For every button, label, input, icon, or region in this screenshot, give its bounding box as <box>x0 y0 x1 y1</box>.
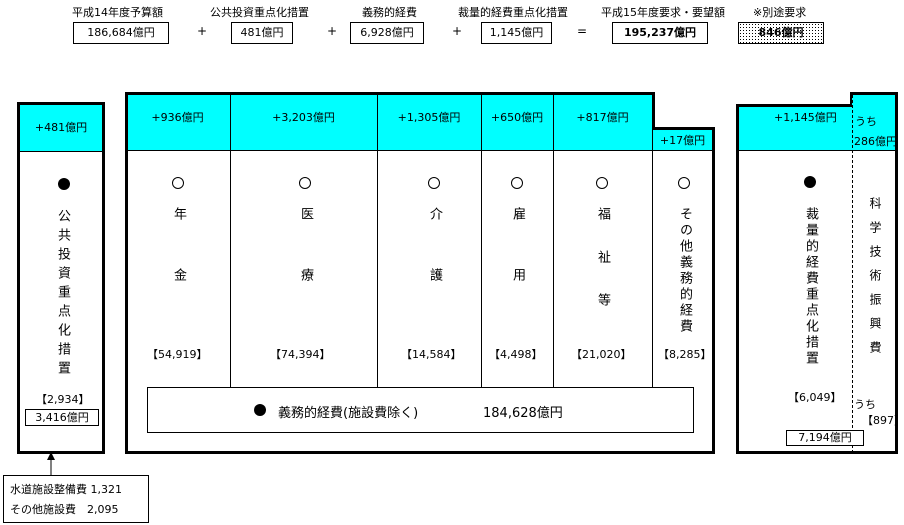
value-fy15: 195,237億円 <box>612 22 708 44</box>
discretionary-title: 裁量的経費重点化措置 <box>803 207 818 367</box>
discretionary-sub-prefix: うち <box>855 115 877 128</box>
employment-title: 雇用 <box>510 207 525 329</box>
circle-icon <box>511 177 523 189</box>
employment-amount: 【4,498】 <box>489 348 543 361</box>
discretionary-amount: 【6,049】 <box>788 391 842 404</box>
pension-amount: 【54,919】 <box>147 348 208 361</box>
label-separate: ※別途要求 <box>753 6 807 19</box>
arrow-up-icon <box>47 452 55 476</box>
equals-sign: = <box>577 24 588 38</box>
value-fy14: 186,684億円 <box>73 22 169 44</box>
science-title: 科学技術振興費 <box>868 197 882 365</box>
circle-icon <box>299 177 311 189</box>
other-amount: 【8,285】 <box>658 348 712 361</box>
circle-icon <box>596 177 608 189</box>
circle-icon <box>678 177 690 189</box>
discretionary-increase: +1,145億円 <box>774 111 837 124</box>
value-public-investment: 481億円 <box>231 22 293 44</box>
public-investment-increase: +481億円 <box>20 105 102 152</box>
label-discretionary: 裁量的経費重点化措置 <box>458 6 568 19</box>
mandatory-summary-value: 184,628億円 <box>483 406 563 421</box>
medical-amount: 【74,394】 <box>270 348 331 361</box>
mandatory-box: +936億円 年金 【54,919】 +3,203億円 医療 【74,394】 … <box>125 92 715 454</box>
other-title: その他義務的経費 <box>677 207 692 335</box>
medical-title: 医療 <box>298 207 313 329</box>
note-line: 水道施設整備費 1,321 <box>10 483 122 496</box>
plus-sign: + <box>452 24 463 38</box>
science-amount: 【897】 <box>862 414 904 427</box>
plus-sign: + <box>197 24 208 38</box>
circle-icon <box>428 177 440 189</box>
discretionary-total: 7,194億円 <box>786 430 864 446</box>
nursing-increase: +1,305億円 <box>397 111 461 124</box>
employment-increase: +650億円 <box>490 111 544 124</box>
bullet-icon <box>254 404 266 416</box>
plus-sign: + <box>327 24 338 38</box>
pension-title: 年金 <box>171 207 186 329</box>
science-prefix: うち <box>854 398 876 411</box>
public-investment-title: 公共投資重点化措置 <box>55 209 70 380</box>
value-separate: 846億円 <box>738 22 824 44</box>
circle-icon <box>172 177 184 189</box>
note-line: その他施設費 2,095 <box>10 503 119 516</box>
public-investment-total: 3,416億円 <box>25 409 99 426</box>
bullet-icon <box>804 176 816 188</box>
bullet-icon <box>58 178 70 190</box>
value-mandatory: 6,928億円 <box>350 22 424 44</box>
label-mandatory: 義務的経費 <box>362 6 417 19</box>
label-fy15: 平成15年度要求・要望額 <box>601 6 725 19</box>
pension-increase: +936億円 <box>151 111 204 124</box>
mandatory-summary-box: 義務的経費(施設費除く) 184,628億円 <box>147 387 694 433</box>
other-increase: +17億円 <box>659 134 706 147</box>
discretionary-box: +1,145億円 うち 286億円 裁量的経費重点化措置 【6,049】 科学技… <box>736 92 904 454</box>
nursing-amount: 【14,584】 <box>401 348 462 361</box>
label-fy14: 平成14年度予算額 <box>72 6 163 19</box>
nursing-title: 介護 <box>427 207 442 329</box>
welfare-title: 福祉等 <box>595 207 610 336</box>
medical-increase: +3,203億円 <box>272 111 335 124</box>
public-investment-box: +481億円 公共投資重点化措置 【2,934】 3,416億円 <box>17 102 105 454</box>
public-investment-amount: 【2,934】 <box>36 393 90 406</box>
welfare-amount: 【21,020】 <box>571 348 632 361</box>
value-discretionary: 1,145億円 <box>481 22 552 44</box>
label-public-investment: 公共投資重点化措置 <box>210 6 309 19</box>
mandatory-summary-label: 義務的経費(施設費除く) <box>278 406 419 421</box>
welfare-increase: +817億円 <box>576 111 629 124</box>
discretionary-sub-increase: 286億円 <box>854 135 897 148</box>
facility-note-box: 水道施設整備費 1,321 その他施設費 2,095 <box>3 475 149 523</box>
